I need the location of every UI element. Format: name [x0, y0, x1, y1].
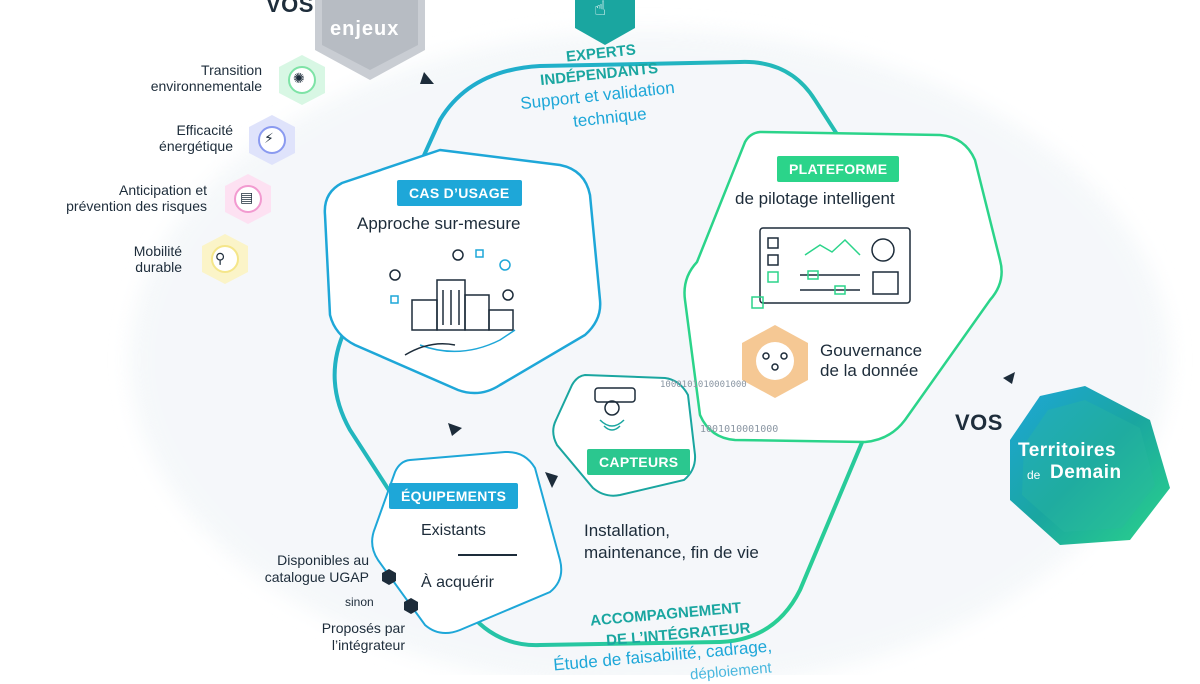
- gouvernance-line-1: Gouvernance: [820, 341, 923, 360]
- ugap-bullet-1: [382, 569, 396, 585]
- lightbulb-icon: ✺: [293, 70, 305, 86]
- territoires-hex: [1010, 386, 1170, 545]
- vos-enjeux-label: VOS: [266, 0, 314, 17]
- ugap-dispo-2: catalogue UGAP: [264, 569, 369, 585]
- enjeu-transition: Transition environnementale: [150, 62, 262, 94]
- sensor-icon: [594, 387, 636, 431]
- equipements-tag: ÉQUIPEMENTS: [389, 483, 519, 509]
- energy-icon: ⚡: [264, 130, 274, 146]
- cas-usage-tag: CAS D’USAGE: [397, 180, 522, 206]
- arrow-enjeux: [420, 72, 434, 84]
- capteurs-tag: CAPTEURS: [587, 449, 691, 475]
- cas-usage-hex: [323, 148, 602, 395]
- plateforme-tag: PLATEFORME: [777, 156, 900, 182]
- enjeux-icon-hexes: [202, 55, 325, 284]
- binary-stream-2: 1001010001000: [700, 424, 779, 435]
- arrow-equip-to-capteurs: [545, 472, 558, 488]
- enjeu-mobilite: Mobilité durable: [133, 243, 182, 275]
- existants-label: Existants: [421, 522, 486, 539]
- installation-line-2: maintenance, fin de vie: [584, 543, 759, 562]
- territoires-line-2: de: [1027, 468, 1041, 482]
- enjeux-label: enjeux: [330, 18, 400, 40]
- plateforme-text: de pilotage intelligent: [735, 189, 895, 208]
- smart-city-icon: [389, 249, 516, 356]
- enjeu-efficacite: Efficacité énergétique: [159, 122, 233, 154]
- bike-icon: ⚲: [215, 250, 226, 266]
- risk-document-icon: ▤: [240, 189, 254, 205]
- thumbs-up-icon: ☝: [594, 0, 607, 20]
- installation-line-1: Installation,: [584, 521, 670, 540]
- arrow-to-territoires: [1003, 372, 1015, 384]
- process-loop: [332, 59, 920, 648]
- territoires-line-1: Territoires: [1018, 440, 1117, 461]
- ugap-dispo-1: Disponibles au: [277, 552, 369, 568]
- territoires-line-3: Demain: [1050, 462, 1122, 483]
- cas-usage-text: Approche sur-mesure: [357, 214, 521, 233]
- ugap-bullet-2: [404, 598, 418, 614]
- ugap-proposes-1: Proposés par: [321, 620, 405, 636]
- enjeu-anticipation: Anticipation et prévention des risques: [66, 182, 207, 214]
- acquerir-label: À acquérir: [421, 574, 494, 591]
- gouvernance-line-2: de la donnée: [820, 361, 919, 380]
- arrow-cas-to-equip: [448, 423, 462, 436]
- binary-stream-1: 1000101010001000: [660, 380, 747, 390]
- dashboard-icon: [751, 227, 911, 309]
- experts-hex: [575, 0, 635, 45]
- vos-territoires-label: VOS: [955, 410, 1003, 435]
- ugap-sinon: sinon: [345, 595, 374, 609]
- ugap-proposes-2: l’intégrateur: [331, 637, 405, 653]
